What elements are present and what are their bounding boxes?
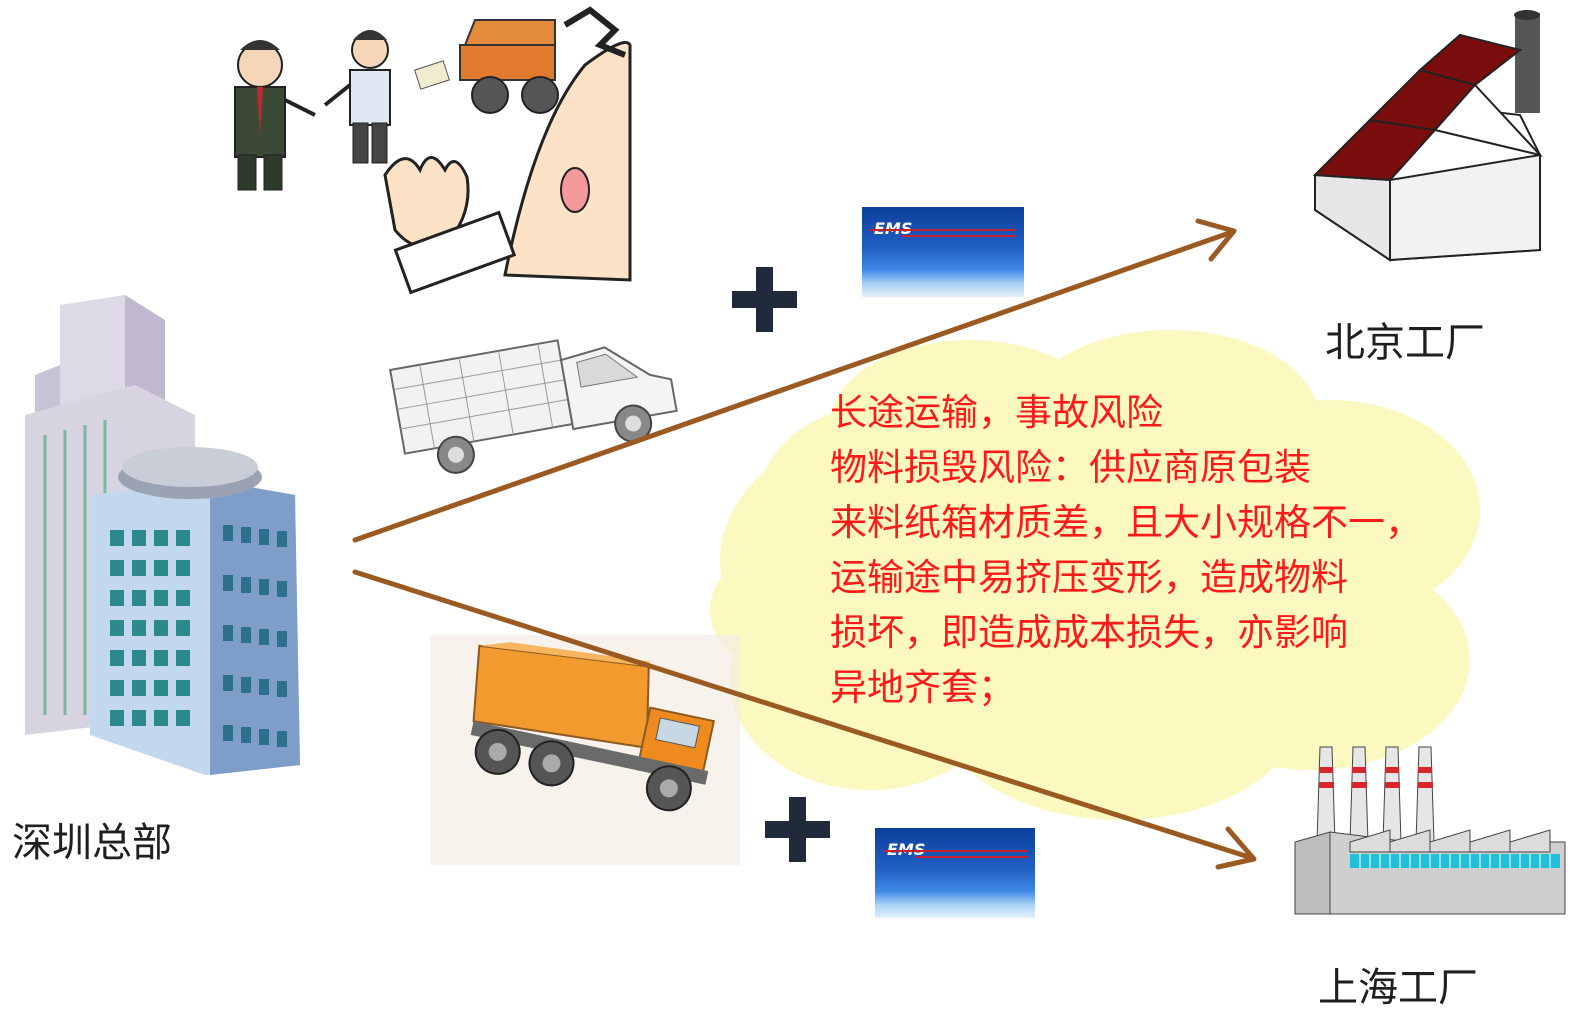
cloud-shape <box>710 330 1480 820</box>
hq-label: 深圳总部 <box>12 820 172 866</box>
ems-card-icon: EMS <box>862 207 1024 297</box>
note-line-3: 来料纸箱材质差，且大小规格不一， <box>830 501 1422 544</box>
note-line-1: 长途运输，事故风险 <box>830 391 1163 434</box>
dump-truck-icon <box>430 635 740 865</box>
ems-logo-text: EMS <box>874 219 912 238</box>
ems-card-icon: EMS <box>875 828 1035 918</box>
note-line-4: 运输途中易挤压变形，造成物料 <box>830 556 1348 599</box>
note-line-6: 异地齐套； <box>830 666 1015 709</box>
arrow-to-shanghai <box>352 569 1255 861</box>
power-plant-icon <box>1294 746 1566 915</box>
risk-note: 长途运输，事故风险 物料损毁风险：供应商原包装 来料纸箱材质差，且大小规格不一，… <box>830 385 1422 715</box>
beijing-label: 北京工厂 <box>1325 320 1485 366</box>
note-line-2: 物料损毁风险：供应商原包装 <box>830 446 1311 489</box>
pickup-truck-icon <box>389 339 678 474</box>
argument-cartoon-icon <box>234 6 632 295</box>
shanghai-label: 上海工厂 <box>1318 965 1478 1011</box>
ems-logo-text: EMS <box>887 840 925 859</box>
factory-icon <box>1312 10 1543 262</box>
plus-icon <box>732 267 797 332</box>
plus-icon <box>765 797 830 862</box>
note-line-5: 损坏，即造成成本损失，亦影响 <box>830 611 1348 654</box>
arrow-to-beijing <box>352 229 1235 543</box>
office-building-icon <box>25 295 300 775</box>
